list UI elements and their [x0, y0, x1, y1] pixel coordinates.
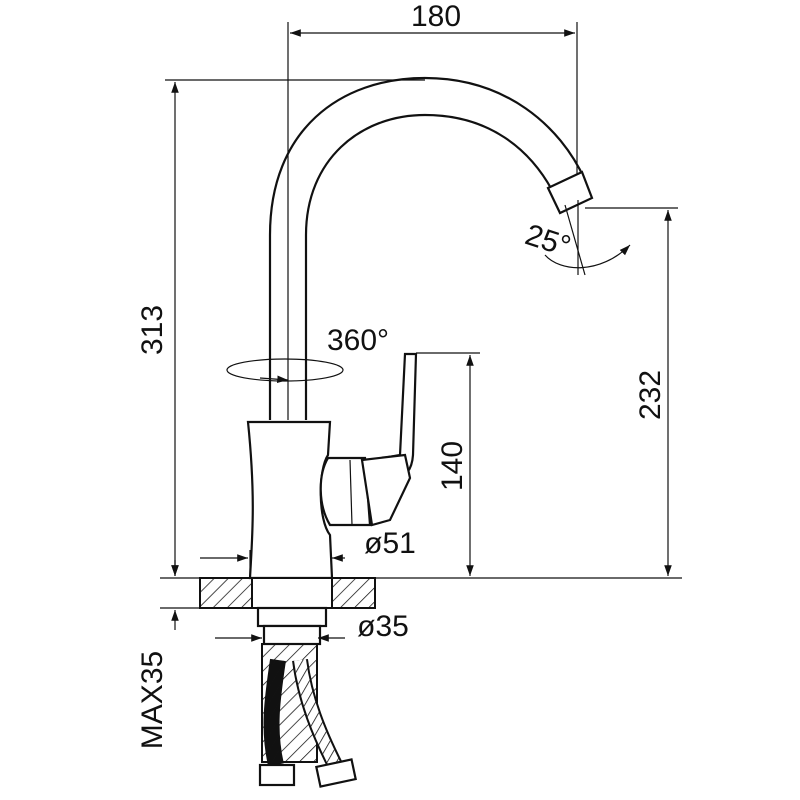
svg-text:140: 140: [436, 441, 469, 491]
handle-cartridge: [319, 456, 372, 527]
svg-text:ø51: ø51: [364, 527, 416, 560]
hose-nut-right: [315, 758, 357, 788]
svg-text:360°: 360°: [327, 324, 389, 357]
dimension-total-height: 313: [136, 82, 179, 576]
mounting-nut: [256, 606, 328, 628]
dimension-max-counter: MAX35: [136, 560, 179, 749]
dimension-handle-height: 140: [436, 355, 474, 576]
outlet-angle-annotation: 25°: [521, 200, 631, 276]
spout-nozzle: [546, 170, 594, 215]
svg-text:180: 180: [411, 0, 461, 33]
svg-text:ø35: ø35: [357, 610, 409, 643]
spout: [268, 76, 594, 420]
svg-text:25°: 25°: [521, 218, 574, 263]
svg-text:MAX35: MAX35: [136, 651, 169, 749]
dimension-body-diameter: ø51: [200, 527, 416, 578]
reference-lines: [160, 22, 682, 609]
swivel-annotation: 360°: [226, 324, 389, 384]
faucet-body: [246, 420, 372, 580]
dimension-spout-reach: 180: [290, 0, 575, 37]
dimension-outlet-height: 232: [634, 210, 672, 576]
dimension-shank-diameter: ø35: [215, 610, 409, 643]
countertop-mount: [199, 577, 376, 763]
svg-text:313: 313: [136, 305, 169, 355]
svg-text:232: 232: [634, 370, 667, 420]
handle-lever: [360, 352, 418, 527]
hose-nut-left: [258, 763, 296, 787]
supply-hoses: [258, 658, 357, 788]
